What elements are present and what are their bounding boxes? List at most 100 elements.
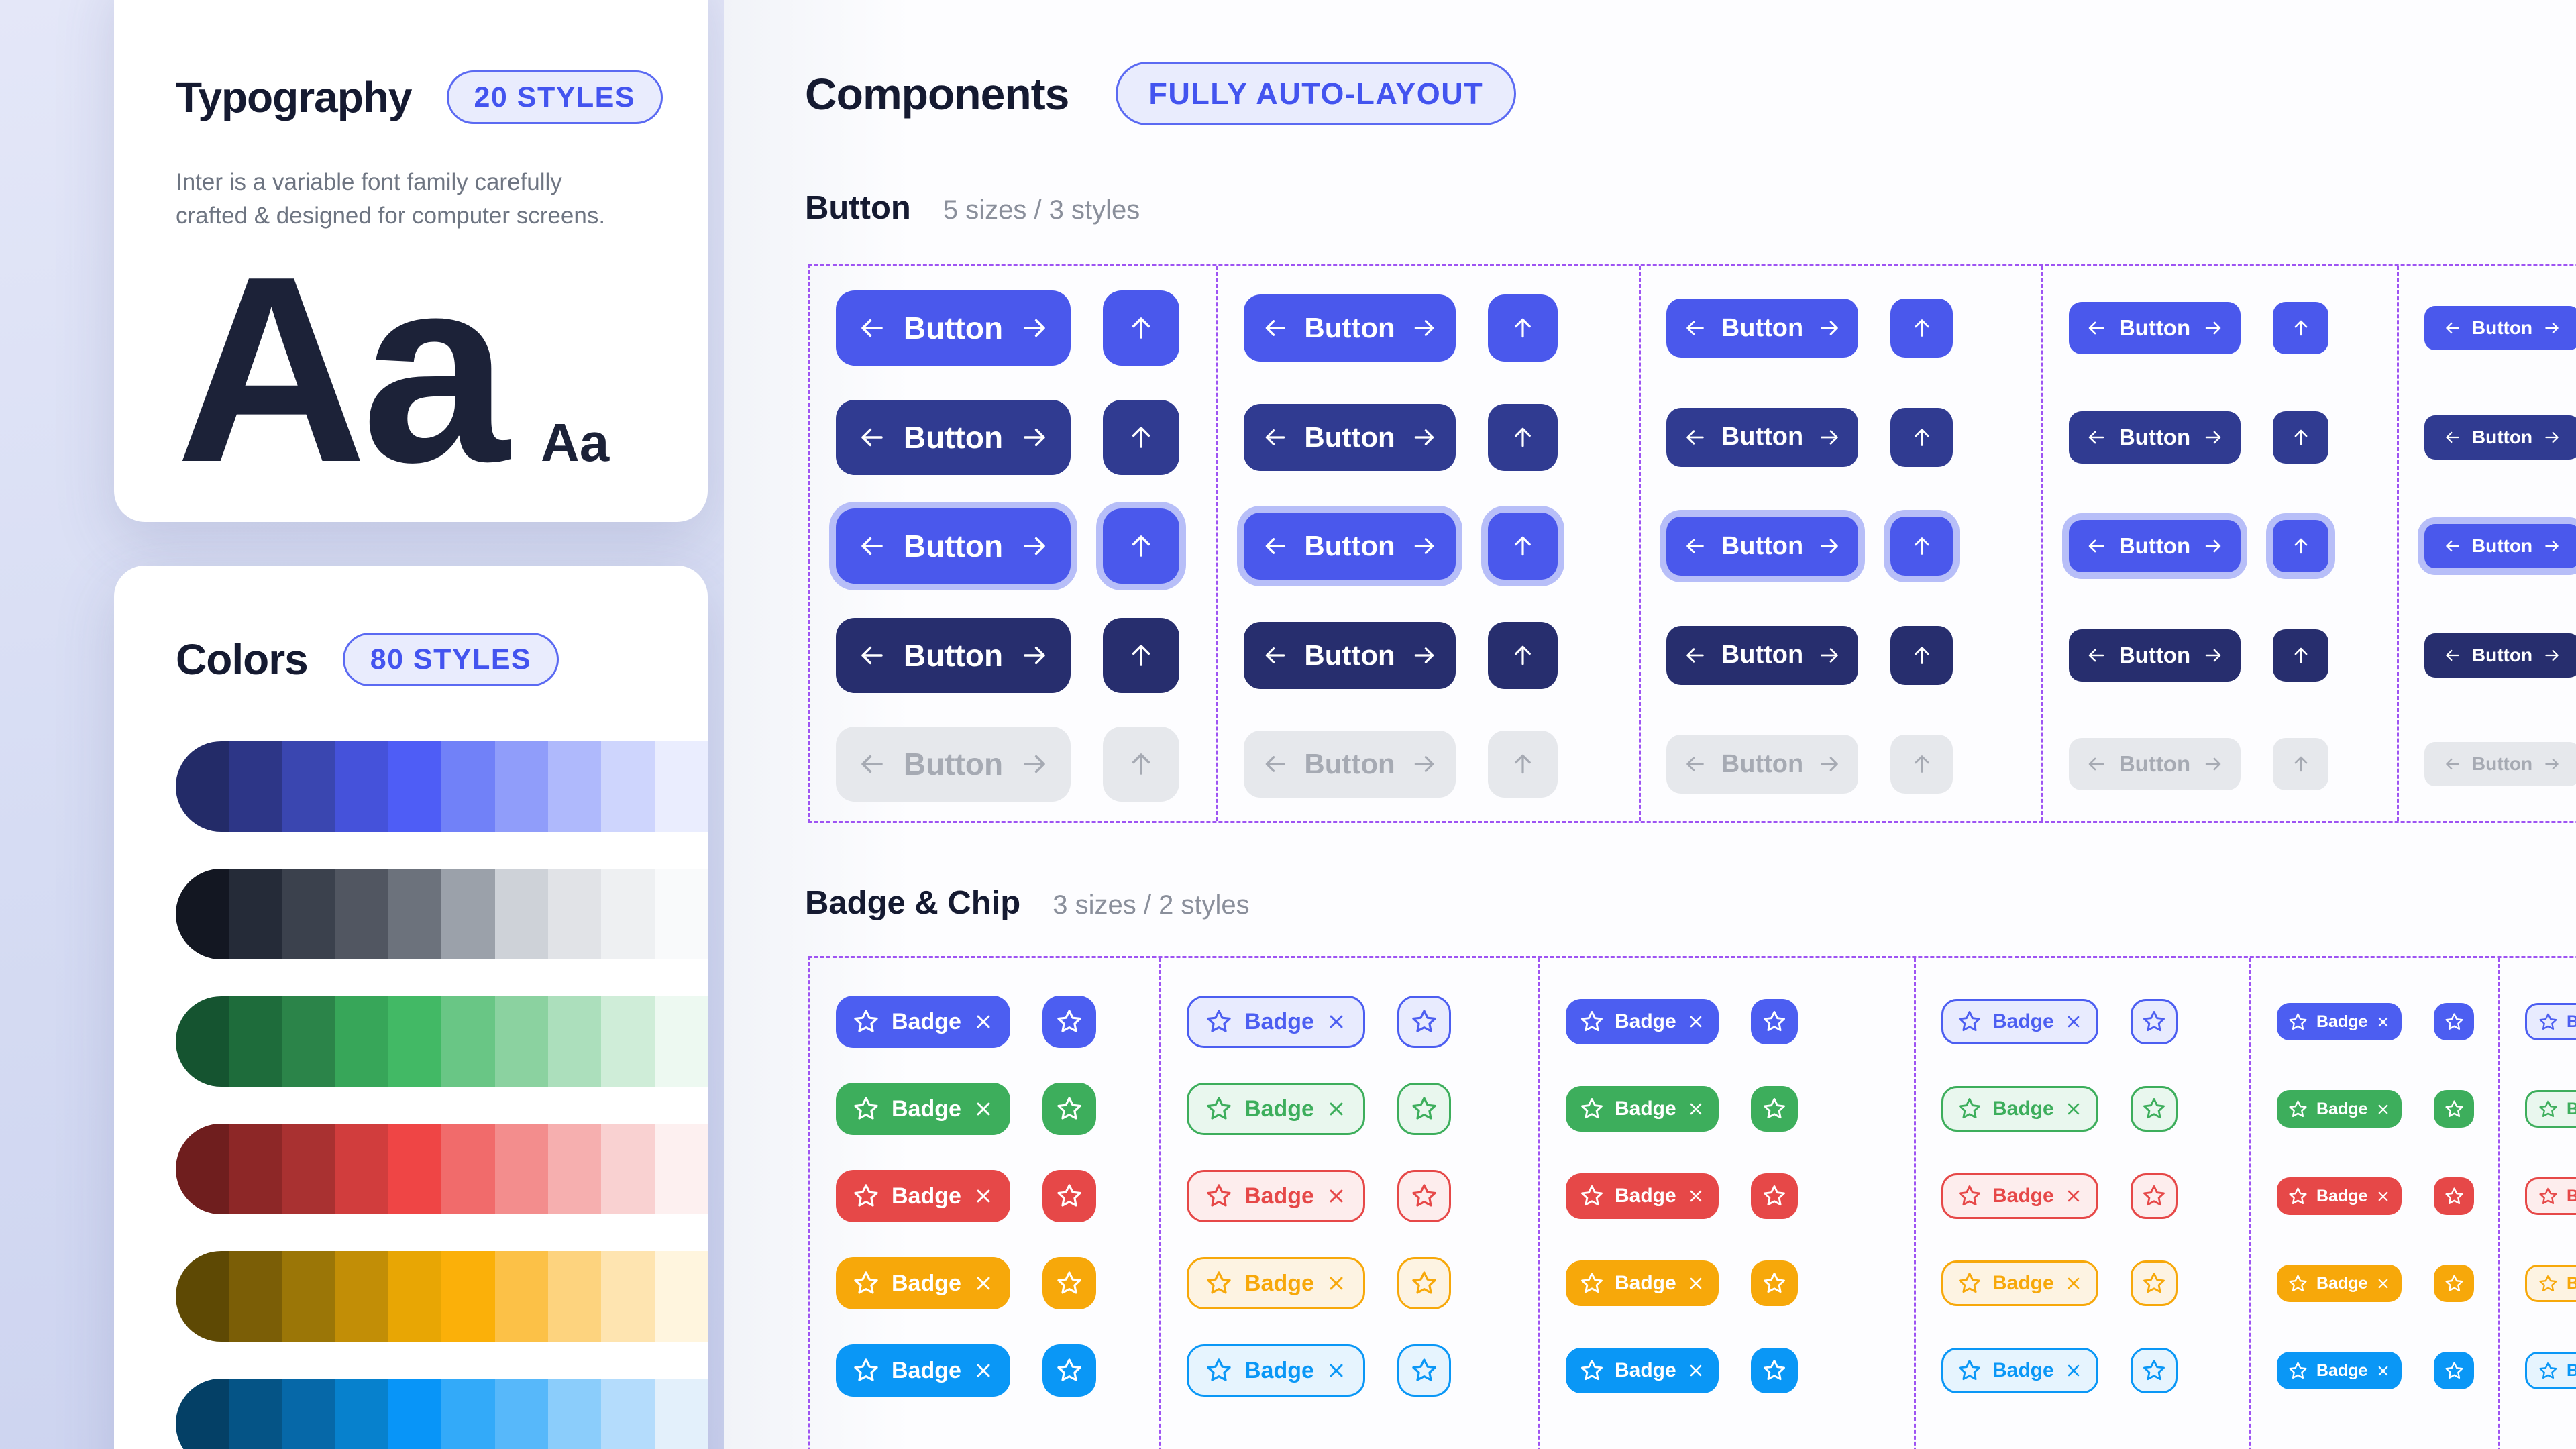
badge-red-outline-sm[interactable]: Badge [2525,1177,2576,1215]
button-dark-md[interactable]: Button [1666,625,1858,685]
button-secondary-xs[interactable]: Button [2424,415,2576,460]
button-primary-md[interactable]: Button [1666,299,1858,358]
button-dark-lg[interactable]: Button [1244,621,1456,689]
star-chip-indigo-filled-sm[interactable] [2434,1003,2475,1040]
star-chip-sky-filled-md[interactable] [1750,1348,1798,1393]
star-chip-red-filled-sm[interactable] [2434,1177,2475,1215]
star-chip-green-outline-md[interactable] [2130,1086,2178,1132]
badge-red-outline-md[interactable]: Badge [1941,1173,2098,1219]
auto-layout-badge[interactable]: FULLY AUTO-LAYOUT [1116,62,1517,125]
star-chip-sky-filled-sm[interactable] [2434,1352,2475,1389]
star-chip-sky-outline-lg[interactable] [1397,1344,1451,1397]
badge-orange-outline-md[interactable]: Badge [1941,1260,2098,1306]
badge-green-filled-lg[interactable]: Badge [836,1083,1010,1135]
button-primary-focus-lg[interactable]: Button [1244,513,1456,580]
icon-button-primary-focus-sm[interactable] [2273,520,2328,573]
badge-indigo-filled-md[interactable]: Badge [1566,999,1719,1044]
badge-green-outline-md[interactable]: Badge [1941,1086,2098,1132]
badge-orange-filled-md[interactable]: Badge [1566,1260,1719,1306]
star-chip-orange-outline-md[interactable] [2130,1260,2178,1306]
star-chip-indigo-filled-lg[interactable] [1042,996,1096,1048]
badge-indigo-outline-sm[interactable]: Badge [2525,1003,2576,1040]
star-chip-indigo-filled-md[interactable] [1750,999,1798,1044]
badge-red-outline-lg[interactable]: Badge [1187,1170,1365,1222]
badge-green-outline-lg[interactable]: Badge [1187,1083,1365,1135]
icon-button-primary-xl[interactable] [1103,290,1179,366]
badge-green-outline-sm[interactable]: Badge [2525,1090,2576,1128]
typography-style-count-badge[interactable]: 20 STYLES [446,70,663,124]
button-dark-sm[interactable]: Button [2069,629,2241,682]
badge-red-filled-lg[interactable]: Badge [836,1170,1010,1222]
icon-button-disabled-md[interactable] [1890,735,1953,794]
button-disabled-xs[interactable]: Button [2424,742,2576,787]
icon-button-dark-md[interactable] [1890,625,1953,685]
button-secondary-md[interactable]: Button [1666,407,1858,467]
star-chip-indigo-outline-md[interactable] [2130,999,2178,1044]
star-chip-red-filled-md[interactable] [1750,1173,1798,1219]
star-chip-orange-filled-lg[interactable] [1042,1257,1096,1309]
icon-button-secondary-md[interactable] [1890,407,1953,467]
colors-style-count-badge[interactable]: 80 STYLES [342,633,559,686]
button-primary-focus-xs[interactable]: Button [2424,524,2576,569]
icon-button-secondary-xl[interactable] [1103,399,1179,475]
button-primary-lg[interactable]: Button [1244,294,1456,362]
star-chip-red-outline-lg[interactable] [1397,1170,1451,1222]
icon-button-dark-xl[interactable] [1103,617,1179,693]
star-chip-orange-filled-md[interactable] [1750,1260,1798,1306]
button-dark-xl[interactable]: Button [836,617,1071,693]
badge-sky-filled-md[interactable]: Badge [1566,1348,1719,1393]
button-primary-sm[interactable]: Button [2069,302,2241,355]
star-chip-green-filled-md[interactable] [1750,1086,1798,1132]
icon-button-primary-focus-md[interactable] [1890,517,1953,576]
icon-button-secondary-lg[interactable] [1488,403,1558,471]
star-chip-orange-filled-sm[interactable] [2434,1265,2475,1302]
star-chip-green-filled-lg[interactable] [1042,1083,1096,1135]
button-primary-focus-xl[interactable]: Button [836,508,1071,584]
button-disabled-sm[interactable]: Button [2069,738,2241,791]
button-primary-xl[interactable]: Button [836,290,1071,366]
icon-button-secondary-sm[interactable] [2273,411,2328,464]
badge-orange-filled-lg[interactable]: Badge [836,1257,1010,1309]
button-secondary-lg[interactable]: Button [1244,403,1456,471]
badge-indigo-filled-lg[interactable]: Badge [836,996,1010,1048]
star-chip-orange-outline-lg[interactable] [1397,1257,1451,1309]
icon-button-disabled-xl[interactable] [1103,727,1179,802]
badge-green-filled-sm[interactable]: Badge [2277,1090,2402,1128]
badge-orange-outline-sm[interactable]: Badge [2525,1265,2576,1302]
icon-button-primary-lg[interactable] [1488,294,1558,362]
star-chip-red-filled-lg[interactable] [1042,1170,1096,1222]
badge-sky-filled-lg[interactable]: Badge [836,1344,1010,1397]
badge-indigo-filled-sm[interactable]: Badge [2277,1003,2402,1040]
badge-sky-outline-md[interactable]: Badge [1941,1348,2098,1393]
button-primary-focus-sm[interactable]: Button [2069,520,2241,573]
star-chip-sky-filled-lg[interactable] [1042,1344,1096,1397]
badge-sky-outline-sm[interactable]: Badge [2525,1352,2576,1389]
icon-button-dark-sm[interactable] [2273,629,2328,682]
star-chip-red-outline-md[interactable] [2130,1173,2178,1219]
button-primary-focus-md[interactable]: Button [1666,517,1858,576]
badge-red-filled-md[interactable]: Badge [1566,1173,1719,1219]
badge-sky-filled-sm[interactable]: Badge [2277,1352,2402,1389]
icon-button-disabled-sm[interactable] [2273,738,2328,791]
icon-button-primary-sm[interactable] [2273,302,2328,355]
button-disabled-md[interactable]: Button [1666,735,1858,794]
icon-button-primary-focus-lg[interactable] [1488,513,1558,580]
icon-button-primary-md[interactable] [1890,299,1953,358]
badge-sky-outline-lg[interactable]: Badge [1187,1344,1365,1397]
badge-indigo-outline-md[interactable]: Badge [1941,999,2098,1044]
star-chip-indigo-outline-lg[interactable] [1397,996,1451,1048]
button-secondary-xl[interactable]: Button [836,399,1071,475]
button-disabled-lg[interactable]: Button [1244,731,1456,798]
badge-orange-outline-lg[interactable]: Badge [1187,1257,1365,1309]
badge-green-filled-md[interactable]: Badge [1566,1086,1719,1132]
button-primary-xs[interactable]: Button [2424,306,2576,351]
badge-indigo-outline-lg[interactable]: Badge [1187,996,1365,1048]
badge-orange-filled-sm[interactable]: Badge [2277,1265,2402,1302]
button-secondary-sm[interactable]: Button [2069,411,2241,464]
star-chip-sky-outline-md[interactable] [2130,1348,2178,1393]
star-chip-green-filled-sm[interactable] [2434,1090,2475,1128]
button-dark-xs[interactable]: Button [2424,633,2576,678]
badge-red-filled-sm[interactable]: Badge [2277,1177,2402,1215]
icon-button-dark-lg[interactable] [1488,621,1558,689]
star-chip-green-outline-lg[interactable] [1397,1083,1451,1135]
